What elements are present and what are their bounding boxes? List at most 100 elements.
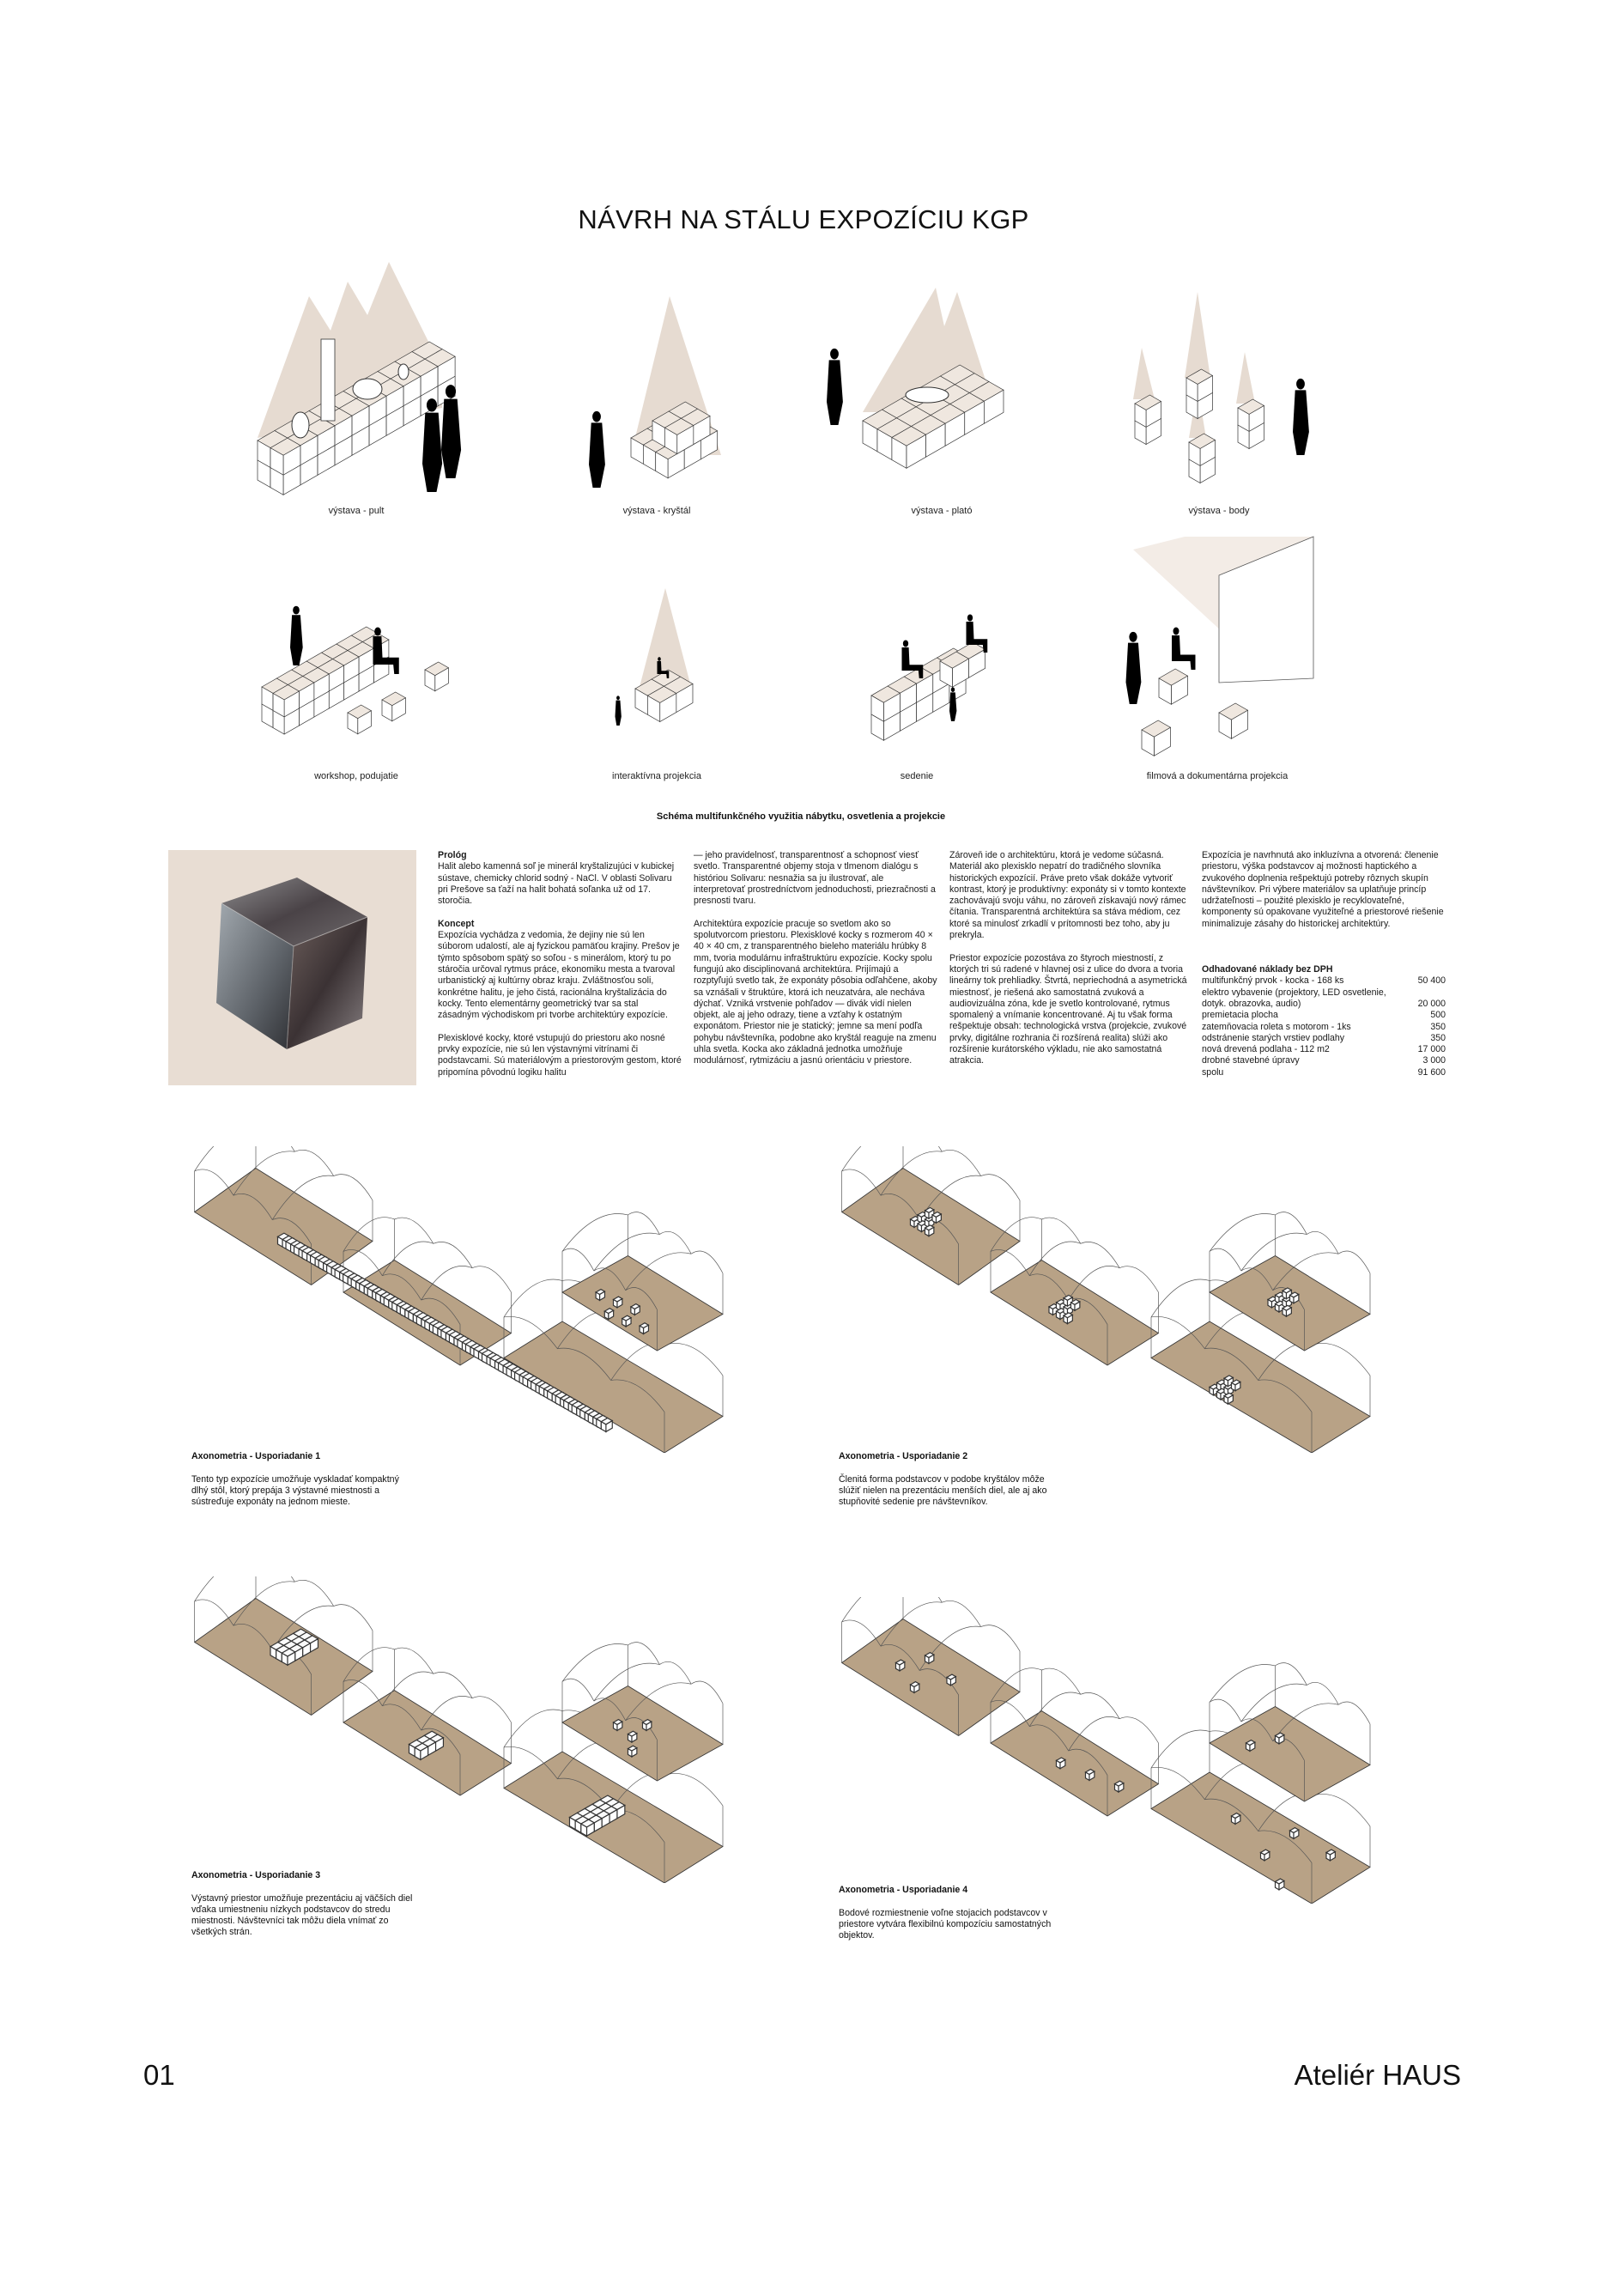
text-column-4: Expozícia je navrhnutá ako inkluzívna a … [1202,850,1446,1078]
scheme-label: výstava - plató [911,506,973,516]
vault-arc [990,1667,1042,1703]
vault-arc [343,1679,383,1706]
vault-arc [980,1625,1021,1652]
cube-side [603,1310,609,1321]
vault-arc [628,1642,660,1665]
vault-arc [343,1249,383,1276]
cube-side [909,1218,915,1229]
cube-side [1325,1851,1331,1862]
shape [290,615,303,665]
light-cone [1185,292,1210,378]
vault-arc [990,1249,1030,1276]
scheme-illustration-filmova-projekcia [1125,536,1314,756]
vault-arc [659,1661,692,1685]
cube-side [1274,1880,1280,1891]
vault-arc [841,1169,882,1196]
head [950,687,955,692]
vault-arc [433,1672,473,1698]
vault-arc [272,1218,312,1245]
vault-arc [880,1151,943,1196]
cube-side [1274,1734,1280,1745]
cube-side [622,1317,627,1327]
vault-arc [433,1242,473,1268]
cube-side [1267,1298,1273,1309]
cost-value: 500 [1430,1010,1446,1021]
cost-label: drobné stavebné úpravy [1202,1055,1300,1066]
vault-arc [593,1232,660,1272]
vault-arc [394,1217,434,1244]
shape [615,700,622,726]
cube-side [946,1676,952,1686]
axonometry-2 [840,1146,1371,1453]
paragraph: — jeho pravidelnosť, transparentnosť a s… [694,850,936,907]
cube-side [924,1227,930,1237]
shape [1293,390,1309,455]
person-silhouette [422,398,443,492]
cube-side [1134,420,1147,446]
vault-arc [343,1647,395,1682]
cost-value: 20 000 [1417,998,1446,1009]
cube-side [639,1325,645,1335]
axonometry-text: Členitá forma podstavcov v podobe kryštá… [839,1473,1047,1508]
vault-arc [271,1175,334,1220]
cube-side [870,714,884,741]
cube-front [616,1804,626,1819]
cube-front [968,648,985,678]
head [967,614,973,622]
vault-arc [610,1379,665,1412]
exhibit-column [320,338,336,422]
axonometry-title: Axonometria - Usporiadanie 4 [839,1885,968,1895]
cube-side [1188,459,1201,484]
vault-arc [690,1250,724,1274]
cost-value: 3 000 [1422,1055,1446,1066]
cube-side [1070,1301,1076,1312]
vault-arc [333,1604,373,1631]
shape [373,636,399,674]
cube-side [1186,394,1198,420]
vault-arc [669,1343,724,1376]
vault-arc [1316,1794,1371,1827]
axonometry-text: Tento typ expozície umožňuje vyskladať k… [191,1473,399,1508]
scheme-illustration-workshop [261,605,450,735]
cube-side [917,1223,923,1233]
scheme-illustration-interaktivna-projekcia [615,588,694,726]
vault-arc [1204,1347,1258,1381]
vault-arc [1209,1664,1276,1703]
cube-side [612,1721,618,1732]
vault-arc [1029,1273,1069,1301]
vault-arc [1150,1766,1205,1800]
prolog-heading: Prológ [438,850,467,860]
cube-side [1158,677,1172,705]
paragraph: Plexisklové kocky, ktoré vstupujú do pri… [438,1032,682,1078]
head [902,640,909,647]
cube-side [647,695,661,723]
vault-arc [1029,1241,1081,1276]
vault-arc [1209,1248,1242,1272]
scheme-illustration-plato [827,288,1004,469]
person-silhouette [1293,378,1309,455]
shape [422,412,443,492]
room-floor-3 [1150,1771,1371,1904]
head [426,398,438,412]
light-cone [1236,352,1255,404]
vault-arc [1240,1683,1307,1722]
page-title: NÁVRH NA STÁLU EXPOZÍCIU KGP [578,204,1029,234]
vault-arc [382,1241,434,1276]
shape [589,422,605,488]
vault-arc [561,1678,595,1702]
cube-side [1289,1294,1295,1304]
exhibit-object [352,378,383,400]
scheme-label: workshop, podujatie [314,771,398,781]
shape [827,360,843,425]
scheme-label: výstava - body [1188,506,1250,516]
head [293,605,300,615]
text-column-2: — jeho pravidelnosť, transparentnosť a s… [694,850,937,1078]
cube-front [984,389,1004,424]
cost-label: multifunkčný prvok - kocka - 168 ks [1202,975,1344,987]
shape [441,398,462,478]
vault-arc [990,1700,1030,1727]
axonometry-title: Axonometria - Usporiadanie 1 [191,1451,321,1461]
